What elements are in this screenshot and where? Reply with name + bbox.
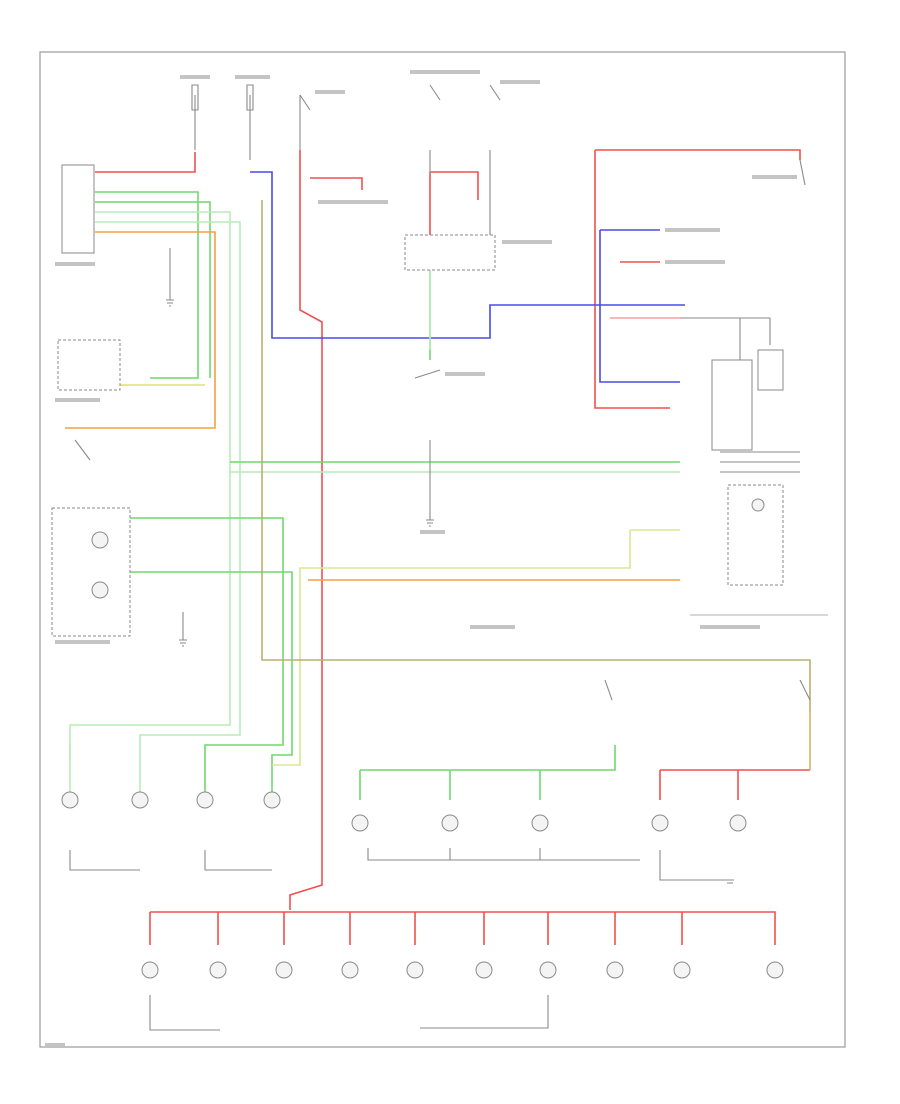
wire-blue-right <box>599 230 680 383</box>
switch-top-center <box>429 84 501 101</box>
ground-2 <box>179 639 187 647</box>
bulb-rear-2 <box>209 961 227 979</box>
fuse-top-2 <box>246 84 254 111</box>
wire-blue-main <box>250 171 685 339</box>
instrument-cluster-box <box>51 507 131 637</box>
wire-red-rear-bus <box>149 911 776 945</box>
wire-red-cluster-top <box>95 152 196 173</box>
wire-gray-rear-ground <box>149 995 549 1031</box>
mark-9 <box>665 260 725 264</box>
switch-center <box>414 369 441 379</box>
mark-17 <box>420 530 445 534</box>
bulb-front-4 <box>263 791 281 809</box>
bulb-right-1 <box>351 814 369 832</box>
wire-red-top-right <box>595 149 801 160</box>
bulb-rear-10 <box>766 961 784 979</box>
mark-7 <box>502 240 552 244</box>
relay-box-right-3 <box>727 484 784 586</box>
bulb-right-4 <box>651 814 669 832</box>
mark-6 <box>318 200 388 204</box>
bulb-rear-8 <box>606 961 624 979</box>
bulb-front-2 <box>131 791 149 809</box>
wire-gray-right-ground <box>659 850 730 881</box>
wire-green-7 <box>120 517 284 800</box>
wire-red-right-lamps <box>659 769 810 800</box>
connector-block-left <box>61 164 95 254</box>
bulb-right-3 <box>531 814 549 832</box>
bulb-rear-5 <box>406 961 424 979</box>
relay-box-center <box>404 234 496 271</box>
right-lamp-bulbs <box>351 814 747 832</box>
bulb-rear-7 <box>539 961 557 979</box>
wire-gray-front-ground <box>69 850 272 871</box>
switch-trans-2 <box>799 679 811 701</box>
ground-4 <box>726 879 734 884</box>
components <box>51 84 828 979</box>
mark-16 <box>445 372 485 376</box>
rear-lamp-bulbs <box>141 961 784 979</box>
wire-green-4 <box>95 221 241 800</box>
mark-11 <box>55 262 95 266</box>
dimmer-switch-box <box>57 339 121 391</box>
switch-symbols <box>74 84 811 701</box>
wire-olive <box>261 200 811 712</box>
wire-red-center <box>430 171 479 200</box>
ground-1 <box>166 299 174 307</box>
wire-gray-right-grounds <box>367 848 640 861</box>
wire-orange-1 <box>65 231 216 429</box>
wires <box>65 95 811 1031</box>
relay-box-right-1 <box>711 359 753 451</box>
switch-trans-1 <box>604 679 613 701</box>
wire-yellow-green <box>272 530 631 766</box>
mark-15 <box>700 625 760 629</box>
cluster-bulb-1 <box>91 531 109 549</box>
switch-top-3 <box>299 94 311 111</box>
wire-green-2 <box>95 201 211 378</box>
wire-gray-top-fuses <box>194 95 301 160</box>
switch-dimmer <box>74 439 91 461</box>
wire-green-right-lamps <box>359 745 616 800</box>
fuse-top-1 <box>191 84 199 111</box>
label-marks <box>45 70 797 1046</box>
switch-top-right <box>799 159 806 186</box>
cluster-bulb-2 <box>91 581 109 599</box>
bulb-front-3 <box>196 791 214 809</box>
bulb-right-5 <box>729 814 747 832</box>
bulb-rear-9 <box>673 961 691 979</box>
mark-10 <box>752 175 797 179</box>
ground-symbols <box>166 299 734 884</box>
mark-12 <box>55 398 100 402</box>
mark-8 <box>665 228 720 232</box>
mark-18 <box>45 1043 65 1046</box>
mark-5 <box>500 80 540 84</box>
diagram-frame <box>39 51 846 1048</box>
bulb-rear-1 <box>141 961 159 979</box>
relay-right-coil <box>751 498 765 512</box>
wire-red-right-down <box>594 150 670 409</box>
mark-13 <box>55 640 110 644</box>
ground-3 <box>426 519 434 527</box>
wire-green-1 <box>95 191 199 379</box>
mark-3 <box>315 90 345 94</box>
front-lamp-bulbs <box>61 791 281 809</box>
mark-2 <box>235 75 270 79</box>
wire-gray-right-bus <box>680 317 800 473</box>
bulb-front-1 <box>61 791 79 809</box>
relay-box-right-2 <box>757 349 784 391</box>
mark-1 <box>180 75 210 79</box>
mark-4 <box>410 70 480 74</box>
bulb-right-2 <box>441 814 459 832</box>
bulb-rear-3 <box>275 961 293 979</box>
mark-14 <box>470 625 515 629</box>
wire-green-8 <box>120 571 293 800</box>
bulb-rear-6 <box>475 961 493 979</box>
wire-red-branch-1 <box>310 177 363 190</box>
bulb-rear-4 <box>341 961 359 979</box>
wire-red-main <box>289 150 323 910</box>
